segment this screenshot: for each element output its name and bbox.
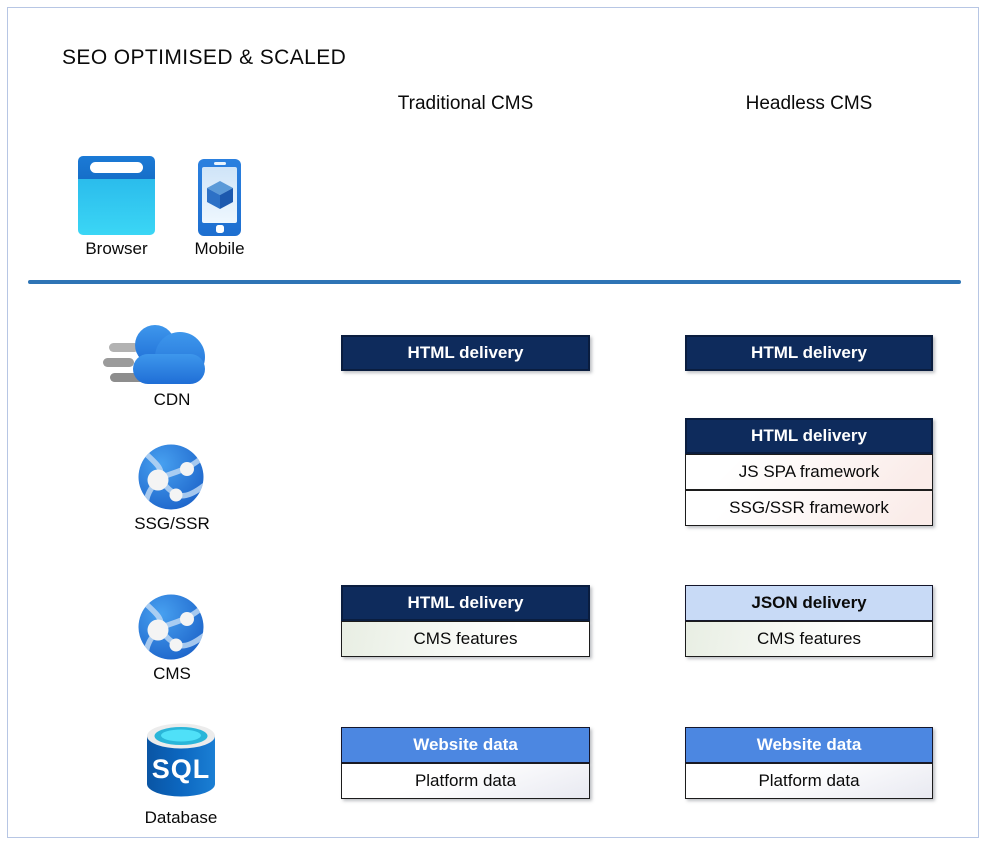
ssg-ssr-label: SSG/SSR — [134, 514, 210, 533]
browser-label: Browser — [85, 239, 148, 258]
mobile-label: Mobile — [194, 239, 245, 258]
box-headless-ssg-js-spa-framework: JS SPA framework — [685, 454, 933, 490]
sql-database-icon: SQL — [147, 723, 215, 797]
browser-toolbar — [78, 156, 155, 179]
box-headless-ssg-html-delivery: HTML delivery — [685, 418, 933, 454]
column-header-headless: Headless CMS — [745, 93, 873, 114]
browser-addressbar — [90, 162, 143, 173]
mobile-home-button — [215, 224, 224, 233]
ssg-ssr-globe-icon — [138, 444, 204, 510]
box-headless-cms-features: CMS features — [685, 621, 933, 657]
box-headless-website-data: Website data — [685, 727, 933, 763]
box-headless-platform-data: Platform data — [685, 763, 933, 799]
sql-icon-text: SQL — [152, 754, 211, 784]
page-title: SEO OPTIMISED & SCALED — [62, 46, 347, 69]
box-traditional-cms-features: CMS features — [341, 621, 590, 657]
mobile-screen — [202, 167, 237, 223]
box-traditional-cms-html-delivery: HTML delivery — [341, 585, 590, 621]
browser-icon — [78, 156, 155, 235]
box-traditional-cdn-html-delivery: HTML delivery — [341, 335, 590, 371]
browser-viewport — [78, 179, 155, 235]
cdn-cloud-icon — [103, 325, 205, 384]
box-headless-cms-json-delivery: JSON delivery — [685, 585, 933, 621]
cms-label: CMS — [153, 664, 191, 683]
cdn-label: CDN — [153, 390, 191, 409]
database-label: Database — [144, 808, 218, 827]
mobile-speaker — [213, 162, 226, 165]
cms-globe-icon — [138, 594, 204, 660]
box-traditional-platform-data: Platform data — [341, 763, 590, 799]
mobile-icon — [198, 159, 241, 236]
column-header-traditional: Traditional CMS — [397, 93, 534, 114]
cube-icon — [206, 181, 233, 209]
box-headless-ssg-ssr-framework: SSG/SSR framework — [685, 490, 933, 526]
section-divider-line — [28, 280, 961, 284]
box-headless-cdn-html-delivery: HTML delivery — [685, 335, 933, 371]
box-traditional-website-data: Website data — [341, 727, 590, 763]
